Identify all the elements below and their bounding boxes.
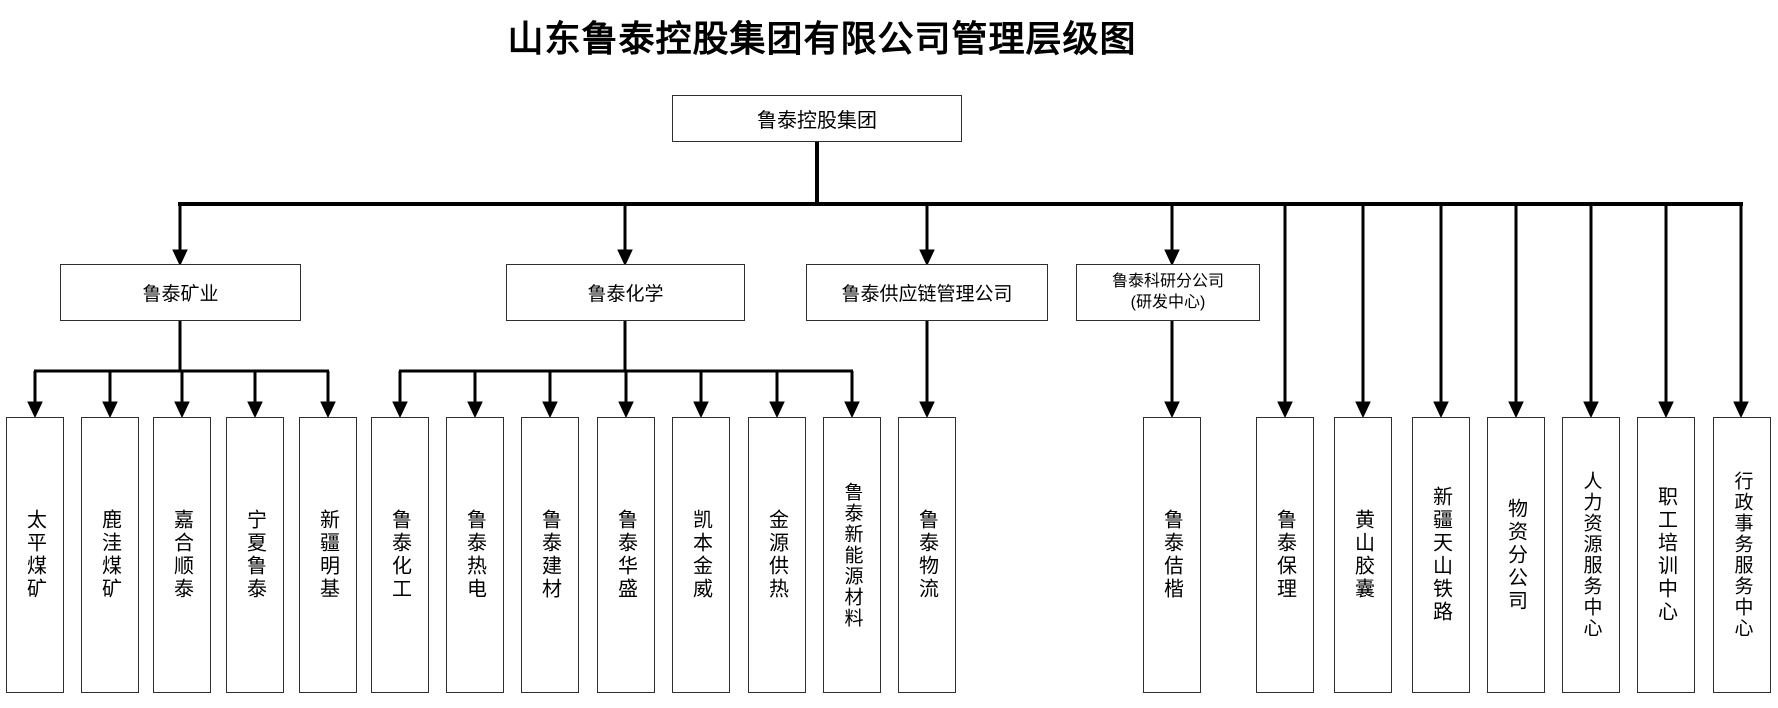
node-label: 黄山胶囊	[1351, 509, 1374, 601]
node-lutai-thermal-power: 鲁泰热电	[446, 417, 504, 693]
node-huangshan-capsule: 黄山胶囊	[1334, 417, 1392, 693]
node-lutai-research-branch: 鲁泰科研分公司 (研发中心)	[1076, 264, 1260, 321]
node-label: 鲁泰矿业	[142, 284, 219, 305]
node-label: 太平煤矿	[23, 509, 46, 601]
node-lutai-logistics: 鲁泰物流	[898, 417, 956, 693]
node-label: 鹿洼煤矿	[98, 509, 121, 601]
node-lutai-chemical-industry: 鲁泰化工	[371, 417, 429, 693]
node-sublabel: (研发中心)	[1130, 293, 1206, 311]
node-label: 金源供热	[765, 509, 788, 601]
node-label: 物资分公司	[1504, 497, 1527, 613]
node-label: 鲁泰供应链管理公司	[841, 284, 1013, 305]
node-label: 鲁泰物流	[915, 509, 938, 601]
node-lutai-building-materials: 鲁泰建材	[521, 417, 579, 693]
node-lutai-holding-group: 鲁泰控股集团	[672, 95, 962, 142]
node-label: 鲁泰建材	[538, 509, 561, 601]
node-hr-service-center: 人力资源服务中心	[1562, 417, 1620, 693]
node-label: 宁夏鲁泰	[243, 509, 266, 601]
node-luwa-coal-mine: 鹿洼煤矿	[81, 417, 139, 693]
node-label: 新疆天山铁路	[1429, 486, 1452, 624]
node-lutai-chemistry: 鲁泰化学	[506, 264, 745, 321]
node-jiahe-shuntai: 嘉合顺泰	[153, 417, 211, 693]
node-ningxia-lutai: 宁夏鲁泰	[226, 417, 284, 693]
node-label: 职工培训中心	[1654, 486, 1677, 624]
node-label: 鲁泰控股集团	[757, 110, 877, 132]
node-label: 鲁泰化学	[587, 284, 664, 305]
node-label: 行政事务服务中心	[1731, 471, 1753, 639]
node-label: 鲁泰新能源材料	[841, 481, 863, 629]
node-label: 凯本金威	[689, 509, 712, 601]
node-label: 鲁泰保理	[1273, 509, 1296, 601]
node-staff-training-center: 职工培训中心	[1637, 417, 1695, 693]
node-label: 鲁泰热电	[463, 509, 486, 601]
node-jinyuan-heating: 金源供热	[748, 417, 806, 693]
node-kaiben-jinwei: 凯本金威	[672, 417, 730, 693]
node-admin-affairs-service-center: 行政事务服务中心	[1713, 417, 1771, 693]
page-title: 山东鲁泰控股集团有限公司管理层级图	[507, 19, 1137, 59]
node-lutai-mining: 鲁泰矿业	[60, 264, 301, 321]
node-label: 嘉合顺泰	[170, 509, 193, 601]
node-label: 鲁泰华盛	[614, 509, 637, 601]
node-lutai-factoring: 鲁泰保理	[1256, 417, 1314, 693]
node-lutai-jikai: 鲁泰佶楷	[1143, 417, 1201, 693]
node-label: 新疆明基	[316, 509, 339, 601]
node-taiping-coal-mine: 太平煤矿	[6, 417, 64, 693]
node-label: 鲁泰化工	[388, 509, 411, 601]
node-label: 人力资源服务中心	[1580, 471, 1602, 639]
node-label: 鲁泰佶楷	[1160, 509, 1183, 601]
node-xinjiang-mingji: 新疆明基	[299, 417, 357, 693]
node-lutai-new-energy-materials: 鲁泰新能源材料	[823, 417, 881, 693]
node-label: 鲁泰科研分公司	[1111, 272, 1224, 290]
node-lutai-supply-chain-management: 鲁泰供应链管理公司	[806, 264, 1048, 321]
node-materials-branch: 物资分公司	[1487, 417, 1545, 693]
node-xinjiang-tianshan-railway: 新疆天山铁路	[1412, 417, 1470, 693]
node-lutai-huasheng: 鲁泰华盛	[597, 417, 655, 693]
